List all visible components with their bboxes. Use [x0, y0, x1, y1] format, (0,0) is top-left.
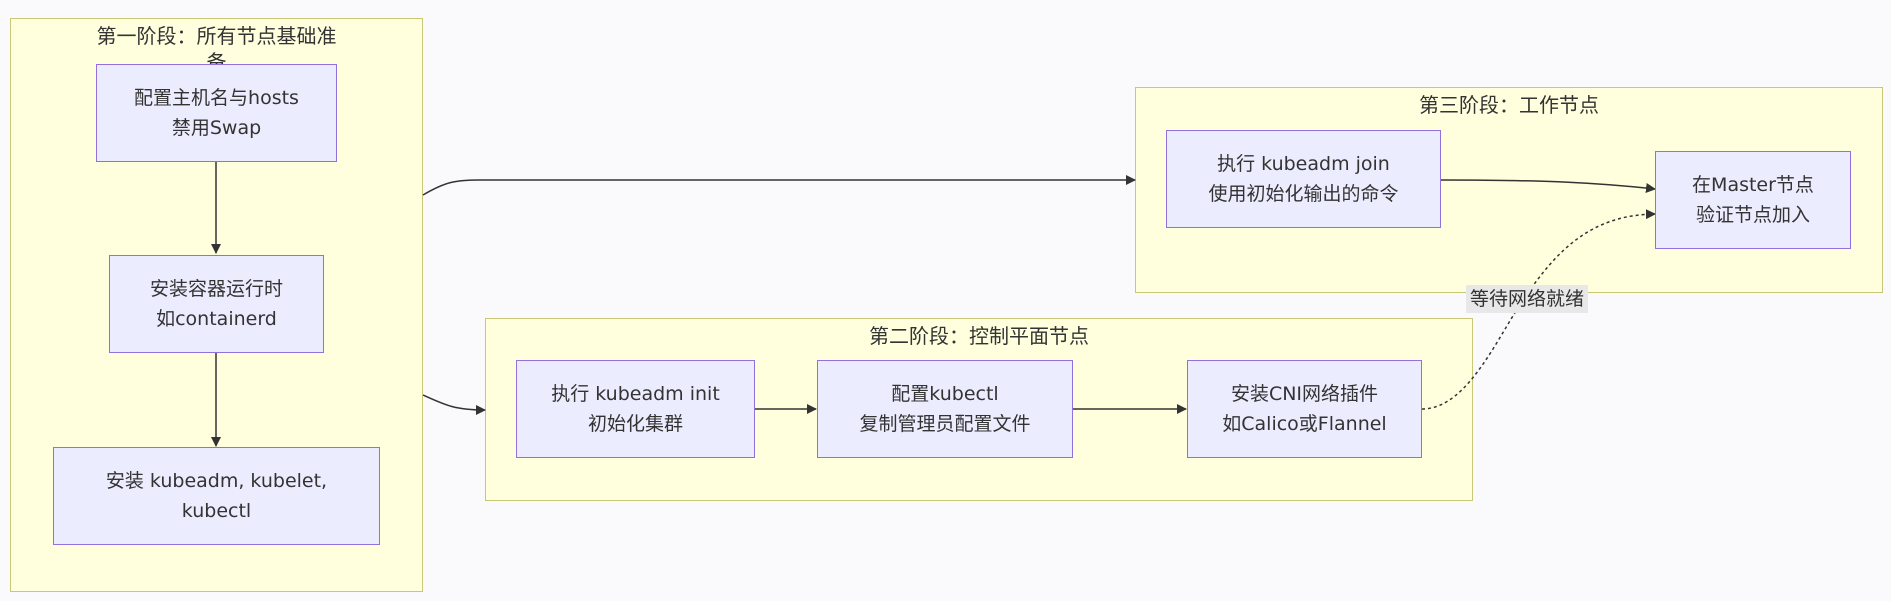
node-configure-hosts-line2: 禁用Swap [171, 117, 262, 139]
node-configure-hosts-line1: 配置主机名与hosts [134, 87, 299, 109]
node-kubeadm-init-line2: 初始化集群 [587, 413, 683, 435]
node-configure-kubectl-line1: 配置kubectl [891, 383, 999, 405]
node-kubeadm-init-line1: 执行 kubeadm init [551, 383, 720, 405]
node-kubeadm-join[interactable]: 执行 kubeadm join 使用初始化输出的命令 [1166, 130, 1441, 228]
node-install-cni[interactable]: 安装CNI网络插件 如Calico或Flannel [1187, 360, 1422, 458]
node-configure-kubectl-line2: 复制管理员配置文件 [859, 413, 1031, 435]
node-install-kubeadm-line1: 安装 kubeadm, kubelet, [105, 470, 328, 492]
node-verify-join-line1: 在Master节点 [1692, 174, 1814, 196]
node-install-runtime-line1: 安装容器运行时 [149, 278, 283, 300]
node-kubeadm-init[interactable]: 执行 kubeadm init 初始化集群 [516, 360, 755, 458]
node-verify-join[interactable]: 在Master节点 验证节点加入 [1655, 151, 1851, 249]
node-install-runtime[interactable]: 安装容器运行时 如containerd [109, 255, 324, 353]
node-configure-hosts[interactable]: 配置主机名与hosts 禁用Swap [96, 64, 337, 162]
edge-stage1-stage3 [422, 175, 1136, 196]
node-kubeadm-join-line1: 执行 kubeadm join [1217, 153, 1390, 175]
node-install-cni-line2: 如Calico或Flannel [1222, 413, 1387, 435]
node-verify-join-line2: 验证节点加入 [1695, 204, 1810, 226]
edge-stage1-stage2 [422, 394, 486, 415]
node-kubeadm-join-line2: 使用初始化输出的命令 [1208, 183, 1399, 205]
node-install-kubeadm[interactable]: 安装 kubeadm, kubelet, kubectl [53, 447, 380, 545]
node-configure-kubectl[interactable]: 配置kubectl 复制管理员配置文件 [817, 360, 1073, 458]
stage-3-title: 第三阶段：工作节点 [1419, 93, 1599, 117]
stage-2-title: 第二阶段：控制平面节点 [869, 324, 1089, 348]
stage-1-title: 第一阶段：所有节点基础准备 [96, 24, 337, 69]
node-install-kubeadm-line2: kubectl [181, 500, 252, 522]
edge-label-wait-network: 等待网络就绪 [1466, 285, 1589, 313]
node-install-cni-line1: 安装CNI网络插件 [1230, 383, 1379, 405]
node-install-runtime-line2: 如containerd [156, 308, 277, 330]
